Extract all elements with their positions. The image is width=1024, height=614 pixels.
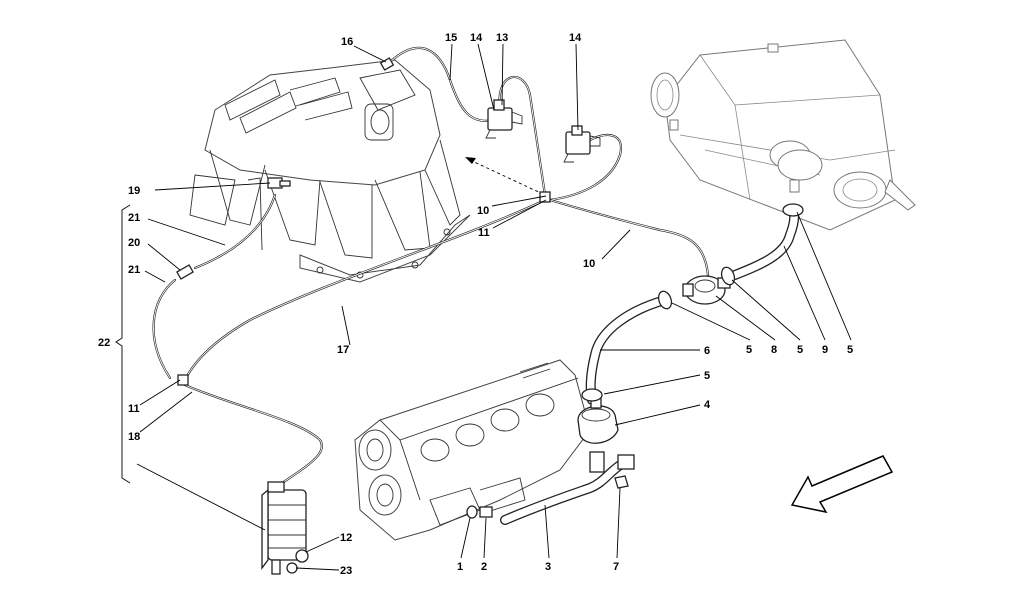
callout-14-left: 14 — [470, 32, 483, 44]
callout-21-lower: 21 — [128, 264, 140, 276]
callout-5-b: 5 — [797, 344, 803, 356]
callout-23: 23 — [340, 565, 352, 577]
callout-16: 16 — [341, 36, 353, 48]
callout-4: 4 — [704, 399, 711, 411]
callout-1: 1 — [457, 561, 463, 573]
callout-5-breather: 5 — [704, 370, 710, 382]
hose-clamps — [581, 203, 804, 402]
callout-20: 20 — [128, 237, 140, 249]
callout-11-lower: 11 — [128, 403, 140, 415]
callout-8: 8 — [771, 344, 777, 356]
group-bracket — [115, 204, 131, 484]
callout-15: 15 — [445, 32, 457, 44]
callout-22: 22 — [98, 337, 110, 349]
callout-3: 3 — [545, 561, 551, 573]
callout-21-upper: 21 — [128, 212, 140, 224]
intake-manifold-icon — [189, 59, 471, 283]
callout-6: 6 — [704, 345, 710, 357]
callout-17: 17 — [337, 344, 349, 356]
callout-13: 13 — [496, 32, 508, 44]
direction-arrow-icon — [790, 455, 894, 514]
callout-10-upper: 10 — [477, 205, 489, 217]
callout-19: 19 — [128, 185, 140, 197]
callout-5-a: 5 — [746, 344, 752, 356]
callout-14-right: 14 — [569, 32, 582, 44]
solenoid-valve-icon — [563, 125, 601, 163]
vacuum-lines — [152, 46, 710, 492]
callout-12: 12 — [340, 532, 352, 544]
callout-2: 2 — [481, 561, 487, 573]
breather-valve-icon — [577, 397, 619, 444]
callout-5-c: 5 — [847, 344, 853, 356]
solenoid-valve-icon — [485, 99, 523, 139]
charcoal-canister-icon — [261, 481, 309, 575]
fittings — [176, 57, 635, 519]
cylinder-head-icon — [354, 359, 591, 541]
callout-11-upper: 11 — [478, 227, 490, 239]
air-filter-box-icon — [650, 39, 916, 231]
callout-10-right: 10 — [583, 258, 595, 270]
leader-lines — [136, 43, 852, 571]
callout-labels: 16 15 14 13 14 19 21 20 21 22 11 18 10 1… — [98, 32, 853, 577]
callout-9: 9 — [822, 344, 828, 356]
callout-18: 18 — [128, 431, 140, 443]
callout-7: 7 — [613, 561, 619, 573]
